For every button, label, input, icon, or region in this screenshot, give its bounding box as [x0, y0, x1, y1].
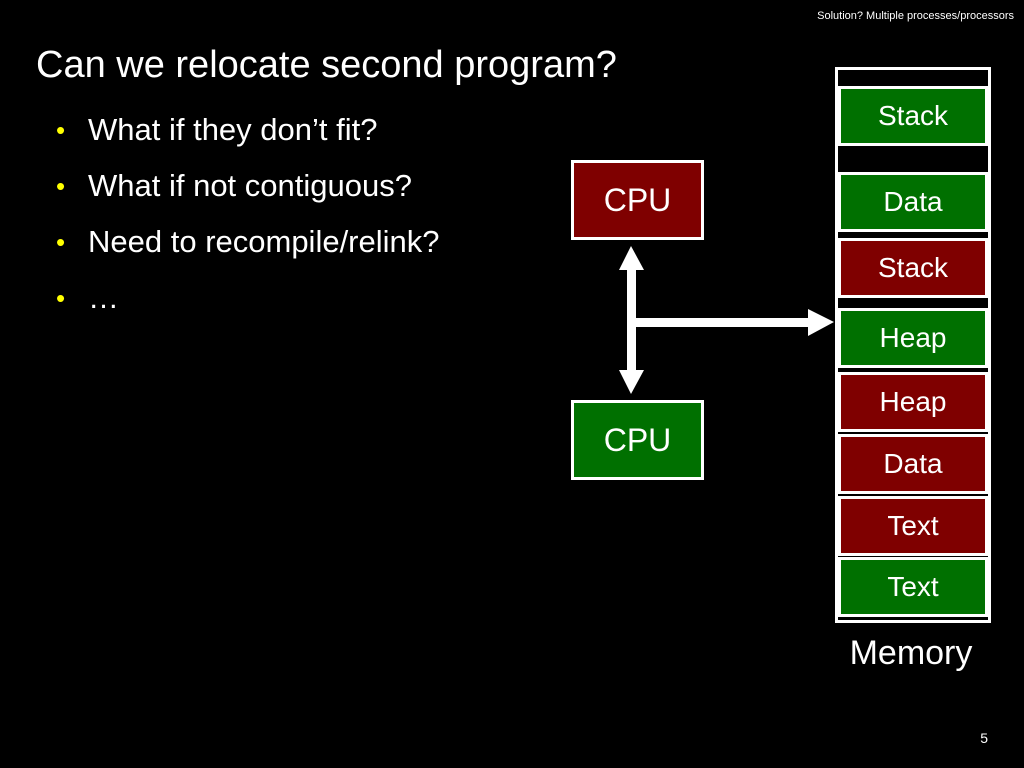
bullet-item: • Need to recompile/relink?: [56, 220, 440, 276]
memory-segment-text: Text: [838, 496, 988, 556]
memory-segment-stack: Stack: [838, 86, 988, 146]
cpu-label: CPU: [603, 181, 672, 218]
memory-segment-heap: Heap: [838, 372, 988, 432]
bullet-marker: •: [56, 227, 66, 257]
header-note: Solution? Multiple processes/processors: [817, 10, 1014, 22]
memory-segment-data: Data: [838, 434, 988, 494]
cpu-box-green: CPU: [571, 400, 704, 480]
cpu-box-red: CPU: [571, 160, 704, 240]
bullet-item: • What if they don’t fit?: [56, 108, 440, 164]
vertical-bus-arrow: [619, 246, 644, 394]
arrow-down-icon: [619, 370, 644, 394]
bullet-item: • …: [56, 276, 440, 332]
bullet-marker: •: [56, 171, 66, 201]
bullet-item: • What if not contiguous?: [56, 164, 440, 220]
segment-label: Heap: [879, 322, 947, 353]
memory-segment-heap: Heap: [838, 308, 988, 368]
memory-segment-text: Text: [838, 557, 988, 617]
arrow-up-icon: [619, 246, 644, 270]
segment-label: Heap: [879, 386, 947, 417]
bullet-text: Need to recompile/relink?: [88, 224, 440, 259]
bullet-text: …: [88, 280, 119, 315]
cpu-label: CPU: [603, 421, 672, 458]
bullet-text: What if they don’t fit?: [88, 112, 378, 147]
bullet-text: What if not contiguous?: [88, 168, 412, 203]
segment-label: Text: [887, 571, 939, 602]
segment-label: Stack: [877, 100, 949, 131]
segment-label: Data: [883, 448, 943, 479]
memory-segment-stack: Stack: [838, 238, 988, 298]
segment-label: Text: [887, 510, 939, 541]
memory-label: Memory: [849, 634, 973, 672]
memory-segment-data: Data: [838, 172, 988, 232]
page-number: 5: [980, 730, 988, 746]
arrow-right-icon: [808, 309, 834, 336]
horizontal-bus-arrow: [636, 309, 834, 336]
slide-title: Can we relocate second program?: [36, 44, 617, 86]
bullet-marker: •: [56, 115, 66, 145]
segment-label: Stack: [877, 252, 949, 283]
bullet-list: • What if they don’t fit? • What if not …: [56, 108, 440, 332]
bullet-marker: •: [56, 283, 66, 313]
segment-label: Data: [883, 186, 943, 217]
